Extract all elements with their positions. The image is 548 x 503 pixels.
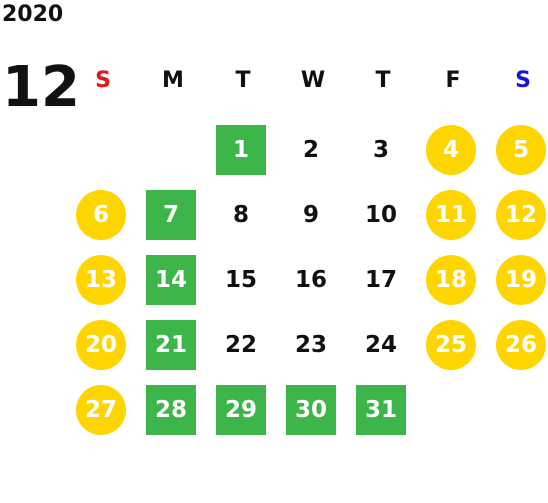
- day-cell-13[interactable]: 13: [76, 255, 126, 305]
- day-cell-3[interactable]: 3: [372, 137, 389, 163]
- day-cell-2[interactable]: 2: [302, 137, 319, 163]
- day-cell-12[interactable]: 12: [496, 190, 546, 240]
- day-cell-25[interactable]: 25: [426, 320, 476, 370]
- day-cell-16[interactable]: 16: [294, 267, 327, 293]
- weekday-header-friday: F: [445, 68, 461, 93]
- day-cell-11[interactable]: 11: [426, 190, 476, 240]
- weekday-header-tuesday: T: [235, 68, 251, 93]
- day-cell-22[interactable]: 22: [224, 332, 257, 358]
- day-cell-8[interactable]: 8: [232, 202, 249, 228]
- day-cell-21[interactable]: 21: [146, 320, 196, 370]
- day-cell-4[interactable]: 4: [426, 125, 476, 175]
- day-cell-5[interactable]: 5: [496, 125, 546, 175]
- weekday-header-thursday: T: [375, 68, 391, 93]
- day-cell-10[interactable]: 10: [364, 202, 397, 228]
- weekday-header-sunday: S: [95, 68, 111, 93]
- day-cell-26[interactable]: 26: [496, 320, 546, 370]
- day-cell-6[interactable]: 6: [76, 190, 126, 240]
- day-cell-23[interactable]: 23: [294, 332, 327, 358]
- day-cell-31[interactable]: 31: [356, 385, 406, 435]
- weekday-header-wednesday: W: [300, 68, 326, 93]
- day-cell-1[interactable]: 1: [216, 125, 266, 175]
- day-cell-29[interactable]: 29: [216, 385, 266, 435]
- day-cell-9[interactable]: 9: [302, 202, 319, 228]
- day-cell-20[interactable]: 20: [76, 320, 126, 370]
- day-cell-19[interactable]: 19: [496, 255, 546, 305]
- day-cell-24[interactable]: 24: [364, 332, 397, 358]
- day-cell-28[interactable]: 28: [146, 385, 196, 435]
- weekday-header-saturday: S: [515, 68, 531, 93]
- day-cell-27[interactable]: 27: [76, 385, 126, 435]
- day-cell-7[interactable]: 7: [146, 190, 196, 240]
- weekday-header-monday: M: [162, 68, 184, 93]
- day-cell-15[interactable]: 15: [224, 267, 257, 293]
- day-cell-30[interactable]: 30: [286, 385, 336, 435]
- day-cell-17[interactable]: 17: [364, 267, 397, 293]
- year-label: 2020: [2, 2, 64, 27]
- day-cell-14[interactable]: 14: [146, 255, 196, 305]
- day-cell-18[interactable]: 18: [426, 255, 476, 305]
- month-number: 12: [2, 55, 80, 120]
